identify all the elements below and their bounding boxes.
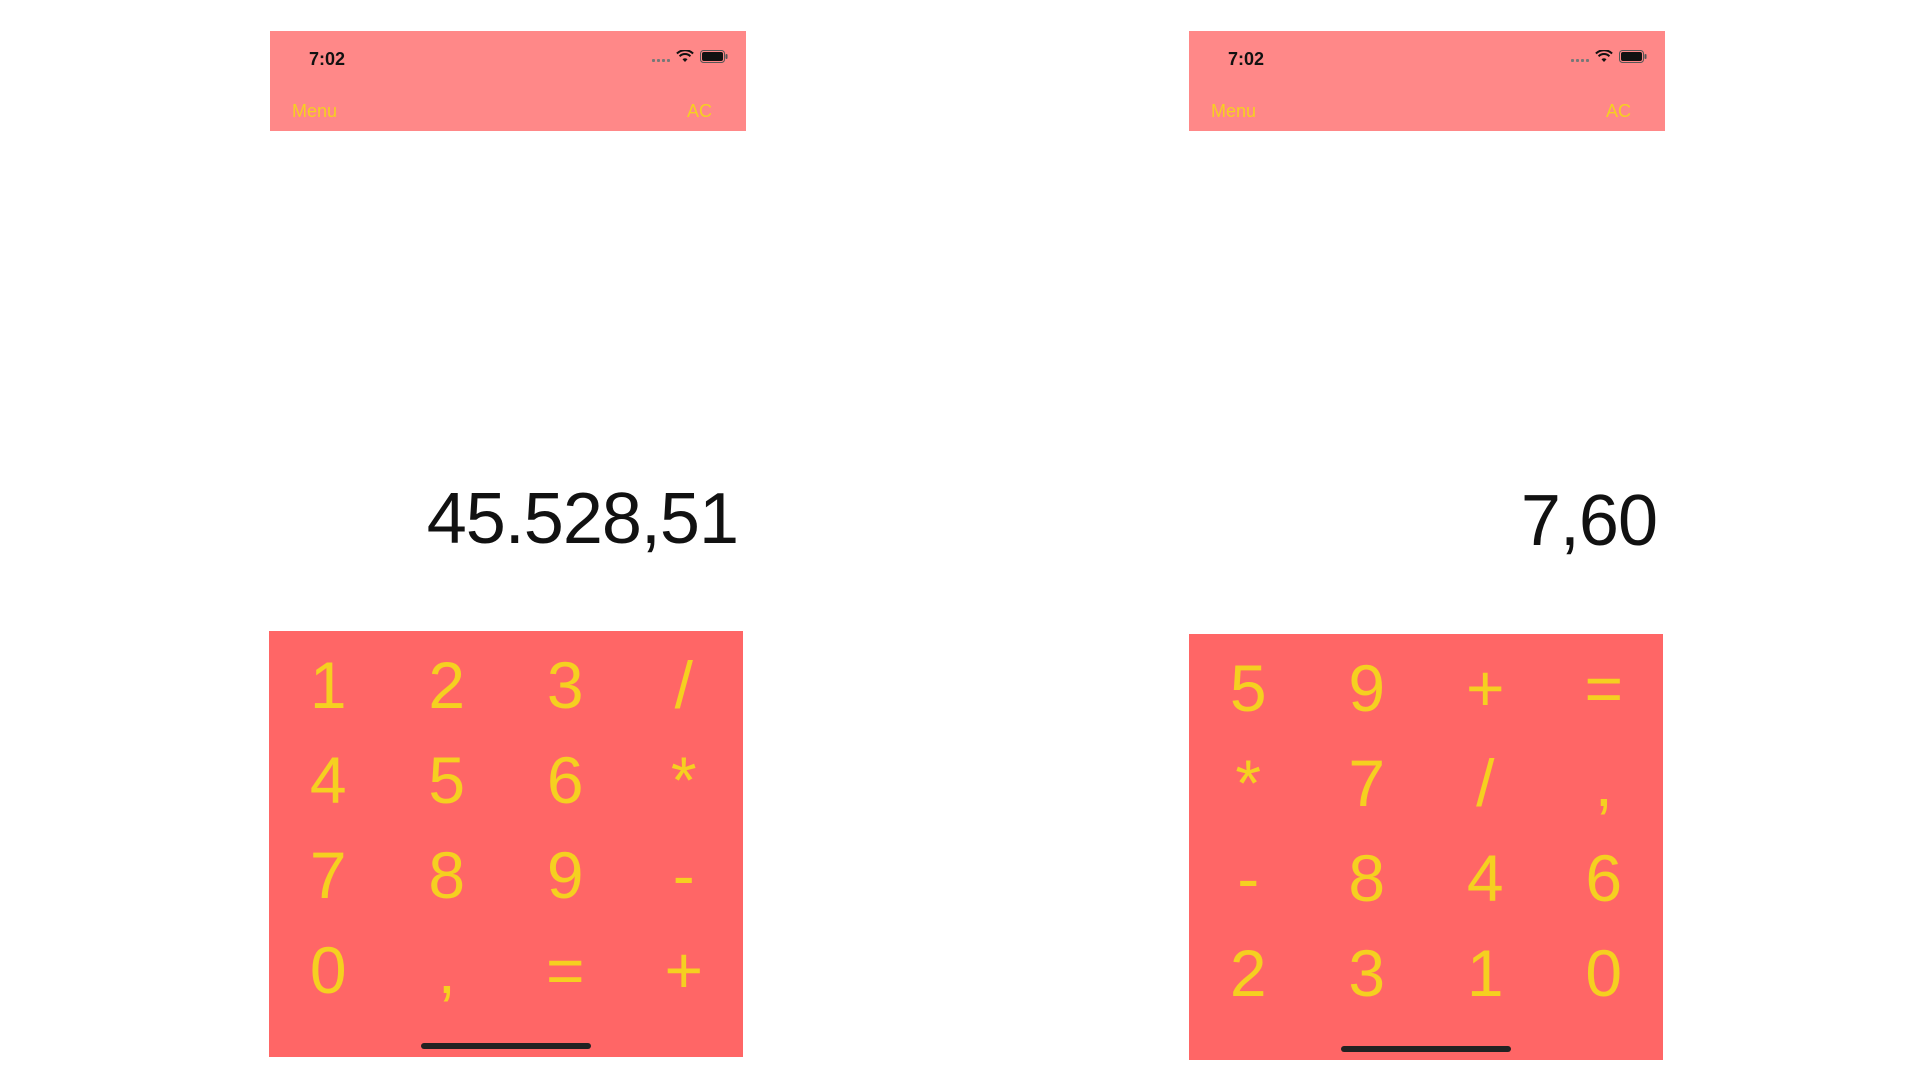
all-clear-button[interactable]: AC	[1605, 101, 1631, 121]
key-button[interactable]: =	[1584, 650, 1624, 725]
key-button[interactable]: 0	[309, 932, 347, 1007]
calculator-screen-right: 7:02 Menu AC 7,60 5 9	[1189, 31, 1665, 1060]
signal-icon	[1571, 52, 1589, 62]
key-button[interactable]: +	[1465, 650, 1505, 725]
key-button[interactable]: /	[674, 647, 693, 722]
key-button[interactable]: -	[672, 837, 695, 912]
key-button[interactable]: *	[670, 742, 697, 817]
display-value: 7,60	[1520, 481, 1658, 561]
all-clear-button[interactable]: AC	[686, 101, 712, 121]
battery-icon	[700, 50, 728, 63]
status-icons	[652, 50, 728, 63]
key-button[interactable]: 6	[1585, 840, 1623, 915]
wifi-icon	[676, 50, 694, 62]
key-button[interactable]: 9	[546, 837, 584, 912]
key-button[interactable]: 3	[546, 647, 584, 722]
header-bar: 7:02 Menu AC	[1189, 31, 1665, 131]
key-button[interactable]: 3	[1348, 935, 1386, 1010]
key-button[interactable]: +	[664, 932, 704, 1007]
key-button[interactable]: =	[545, 932, 585, 1007]
calculator-screen-left: 7:02 Menu AC 45.528,51 1	[269, 31, 746, 1057]
key-button[interactable]: 2	[1229, 935, 1267, 1010]
status-icons	[1571, 50, 1647, 63]
key-button[interactable]: 5	[428, 742, 466, 817]
key-button[interactable]: 7	[1348, 745, 1386, 820]
header-bar: 7:02 Menu AC	[270, 31, 746, 131]
key-button[interactable]: ,	[437, 932, 456, 1007]
key-button[interactable]: 1	[309, 647, 347, 722]
keypad: 5 9 + = * 7 / , - 8 4 6 2 3 1 0	[1189, 634, 1663, 1060]
key-button[interactable]: 8	[1348, 840, 1386, 915]
menu-button[interactable]: Menu	[292, 101, 338, 121]
wifi-icon	[1595, 50, 1613, 62]
display-value: 45.528,51	[426, 479, 739, 559]
key-button[interactable]: *	[1235, 745, 1262, 820]
key-button[interactable]: 4	[1466, 840, 1504, 915]
home-indicator[interactable]	[421, 1043, 591, 1049]
home-indicator[interactable]	[1341, 1046, 1511, 1052]
key-button[interactable]: 8	[428, 837, 466, 912]
signal-icon	[652, 52, 670, 62]
key-button[interactable]: ,	[1594, 745, 1613, 820]
key-button[interactable]: 1	[1466, 935, 1504, 1010]
key-button[interactable]: 4	[309, 742, 347, 817]
key-button[interactable]: 6	[546, 742, 584, 817]
key-button[interactable]: 9	[1348, 650, 1386, 725]
display-area: 45.528,51	[270, 131, 746, 631]
key-button[interactable]: /	[1476, 745, 1495, 820]
status-time: 7:02	[309, 49, 346, 69]
display-area: 7,60	[1189, 131, 1665, 634]
key-button[interactable]: 5	[1229, 650, 1267, 725]
keypad: 1 2 3 / 4 5 6 * 7 8 9 - 0 , = +	[269, 631, 743, 1057]
status-time: 7:02	[1228, 49, 1265, 69]
menu-button[interactable]: Menu	[1211, 101, 1257, 121]
key-button[interactable]: 7	[309, 837, 347, 912]
key-button[interactable]: -	[1237, 840, 1260, 915]
battery-icon	[1619, 50, 1647, 63]
key-button[interactable]: 0	[1585, 935, 1623, 1010]
key-button[interactable]: 2	[428, 647, 466, 722]
